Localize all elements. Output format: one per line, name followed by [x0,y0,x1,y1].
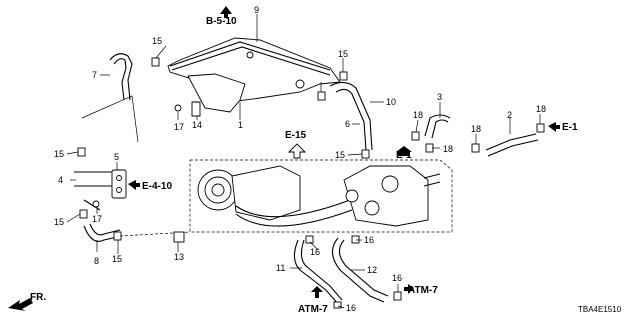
callout-15-f: 15 [335,150,345,160]
callout-4: 4 [58,175,63,185]
fasteners [77,57,545,309]
front-arrow-icon [8,298,33,311]
callout-15-e: 15 [112,254,122,264]
ref-atm7-right: ATM-7 [408,285,438,296]
atm7-right-arrow-icon [404,284,414,294]
ref-e410: E-4-10 [142,181,172,192]
hose-12 [331,237,389,303]
front-label: FR. [30,292,46,303]
leader-lines [66,14,541,309]
callout-15-b: 15 [338,49,348,59]
callout-18-a: 18 [413,110,423,120]
e1-left-arrow-icon [396,146,412,156]
hose-10 [329,81,373,151]
pipe-bracket-assembly [167,37,341,113]
callout-11: 11 [276,263,285,273]
ref-b510: B-5-10 [206,16,237,27]
callout-18-c: 18 [471,124,481,134]
callout-1: 1 [238,120,243,130]
ref-e1-mid: E-1 [396,150,412,161]
diagram-code: TBA4E1510 [578,305,622,314]
e15-arrow-icon [287,143,307,159]
ref-e1-right: E-1 [562,122,578,133]
hose-11 [293,239,343,305]
callout-10: 10 [386,97,396,107]
callout-8: 8 [94,256,99,266]
callout-5: 5 [114,152,119,162]
callout-15-c: 15 [54,149,64,159]
callout-2: 2 [507,110,512,120]
e1-right-arrow-icon [548,122,560,132]
thermostat-housing [343,165,441,227]
e410-arrow-icon [128,180,140,190]
water-pump-assembly [197,165,353,227]
callout-16-c: 16 [392,273,402,283]
callout-14: 14 [192,120,202,130]
ref-atm7-left: ATM-7 [298,304,328,315]
ref-e15: E-15 [285,130,307,141]
callout-18-b: 18 [443,144,453,154]
callout-16-b: 16 [364,235,374,245]
callout-17-a: 17 [174,122,184,132]
callout-9: 9 [254,5,259,15]
hose-7 [81,53,139,143]
hose-8 [83,223,123,242]
pipe-4 [74,169,127,211]
callout-3: 3 [437,92,442,102]
atm7-left-arrow-icon [311,286,323,298]
hose-3 [424,114,451,139]
callout-12: 12 [367,265,377,275]
b510-arrow-icon [220,6,232,18]
callout-6: 6 [345,119,350,129]
engine-outline [119,159,453,237]
callout-15-d: 15 [54,217,64,227]
callout-18-d: 18 [536,104,546,114]
callout-13: 13 [174,252,184,262]
callout-15-a: 15 [152,36,162,46]
callout-17-b: 17 [92,214,102,224]
callout-7: 7 [92,70,97,80]
callout-16-a: 16 [310,247,320,257]
callout-16-d: 16 [346,303,356,313]
hose-2 [485,133,539,157]
